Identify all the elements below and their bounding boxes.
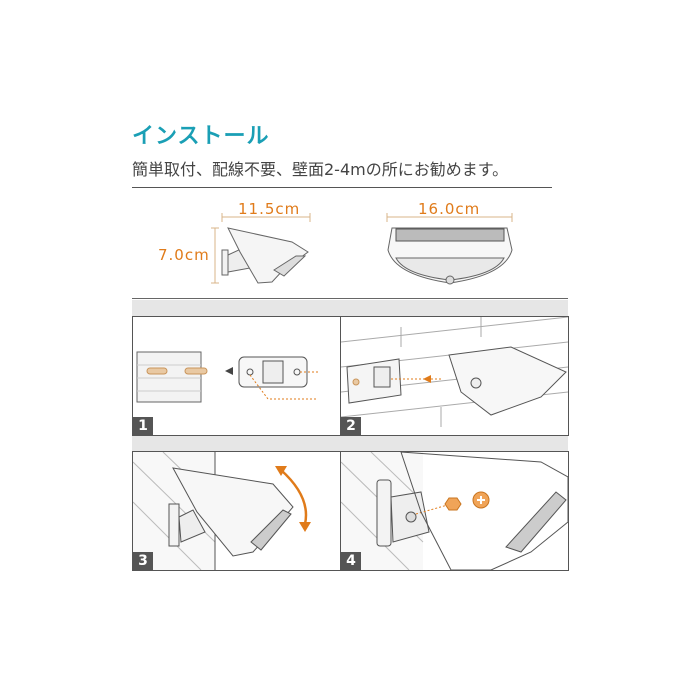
divider [132, 187, 552, 188]
page-subtitle: 簡単取付、配線不要、壁面2-4mの所にお勧めます。 [132, 160, 509, 179]
side-view-light [211, 213, 311, 284]
step-4-illustration [341, 452, 568, 570]
dimension-width-front: 16.0cm [418, 200, 481, 218]
step-number-badge: 4 [341, 552, 361, 570]
step-number-badge: 2 [341, 417, 361, 435]
step-band-bottom [132, 435, 568, 451]
dimension-drawings [211, 213, 513, 285]
page-title: インストール [132, 124, 270, 149]
divider [132, 298, 568, 299]
step-number-badge: 3 [133, 552, 153, 570]
step-2-illustration [341, 317, 568, 427]
dimension-width-side: 11.5cm [238, 200, 301, 218]
step-panel-1: 1 [132, 316, 341, 436]
front-view-light [386, 213, 513, 285]
step-band-top [132, 300, 568, 316]
step-panel-3: 3 [132, 451, 341, 571]
dimension-height-side: 7.0cm [158, 246, 210, 264]
step-panel-2: 2 [340, 316, 569, 436]
step-1-illustration [136, 351, 318, 403]
step-3-illustration [133, 452, 311, 570]
step-number-badge: 1 [133, 417, 153, 435]
step-panel-4: 4 [340, 451, 569, 571]
